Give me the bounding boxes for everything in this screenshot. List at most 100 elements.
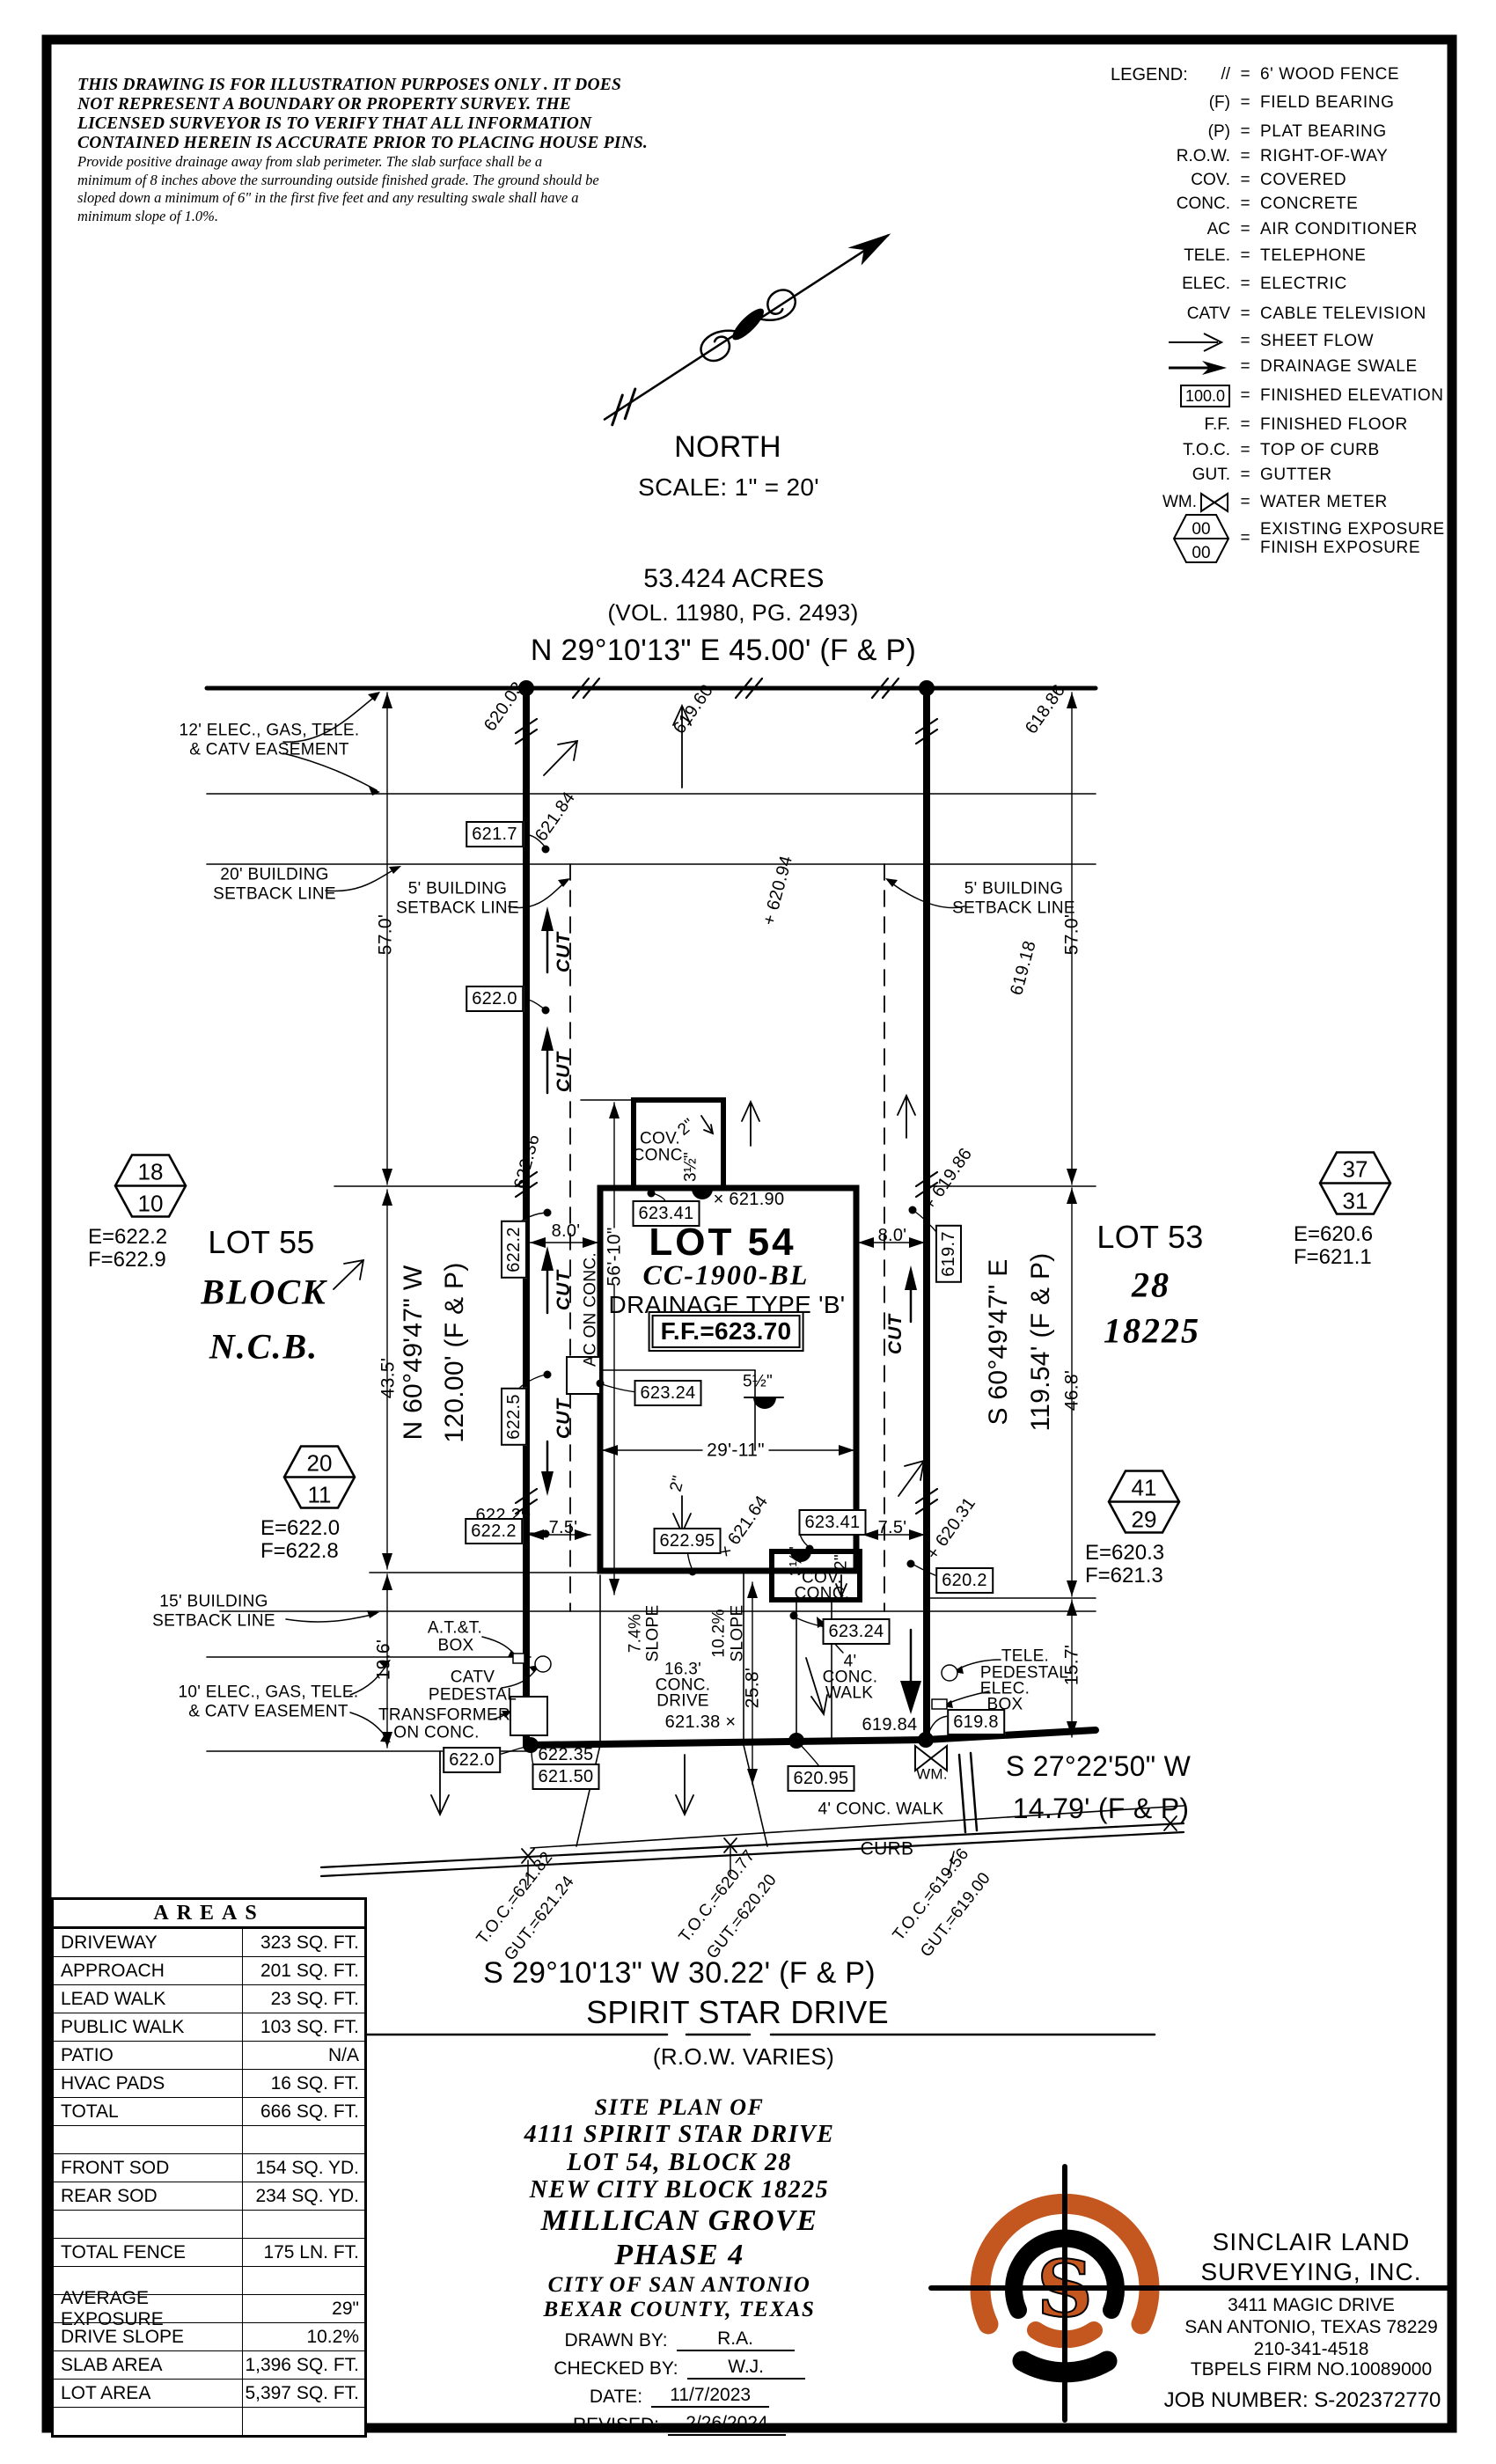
plan-label: CURB <box>860 1838 914 1859</box>
plan-label: 622.35 <box>538 1745 594 1764</box>
title-block-line: CITY OF SAN ANTONIO <box>547 2272 811 2297</box>
plan-label: ELEC. <box>979 1679 1030 1698</box>
svg-text:20: 20 <box>307 1450 333 1477</box>
plan-label: 57.0' <box>375 913 396 956</box>
legend-item: AC=AIR CONDITIONER <box>1206 220 1418 238</box>
exposure-value: F=621.1 <box>1294 1245 1372 1269</box>
plan-label: A.T.&T. <box>427 1618 483 1638</box>
plan-label: 621.50 <box>532 1764 600 1790</box>
utility-symbols <box>510 1356 958 1773</box>
title-block-line: SITE PLAN OF <box>594 2094 765 2120</box>
plan-label: CUT <box>554 931 574 973</box>
svg-text:00: 00 <box>1192 520 1210 539</box>
plan-label: CONC. <box>794 1584 850 1603</box>
plan-label: BOX <box>986 1695 1023 1714</box>
plan-label: 622.95 <box>653 1528 722 1554</box>
plan-label: SLOPE <box>643 1604 663 1662</box>
plan-label: PEDESTAL <box>428 1685 517 1705</box>
legend-title: LEGEND: <box>1111 65 1188 84</box>
plan-label: CONC. <box>655 1676 711 1695</box>
plan-label: 4' <box>843 1652 857 1671</box>
plan-label: LOT 54 <box>649 1221 796 1264</box>
plan-label: CATV <box>450 1668 495 1687</box>
plan-label: 19.6' <box>373 1639 394 1681</box>
sinclair-logo-icon: S <box>928 2164 1453 2423</box>
title-block-field: REVISED:2/26/2024 <box>459 2413 899 2436</box>
exposure-value: E=622.2 <box>88 1225 168 1249</box>
water-meter-icon <box>914 1743 948 1773</box>
plan-label: F.F.=623.70 <box>648 1311 804 1352</box>
step-symbols <box>692 1189 811 1562</box>
plan-label: 10' ELEC., GAS, TELE. <box>178 1683 359 1702</box>
disclaimer-line: sloped down a minimum of 6" in the first… <box>77 189 579 206</box>
plan-label: 28 <box>1132 1265 1170 1305</box>
plan-label: CC-1900-BL <box>642 1258 810 1291</box>
exposure-value: F=622.8 <box>260 1539 339 1563</box>
plan-label: 46.8' <box>1061 1369 1082 1412</box>
plan-label: 4' CONC. WALK <box>818 1800 944 1819</box>
legend-item: (F)=FIELD BEARING <box>1208 93 1395 112</box>
plan-label: S 27°22'50" W <box>1005 1750 1192 1782</box>
disclaimer-line: CONTAINED HEREIN IS ACCURATE PRIOR TO PL… <box>77 134 649 152</box>
plan-label: 5' BUILDING <box>407 879 508 898</box>
transformer-icon <box>510 1696 548 1736</box>
legend-item: =DRAINAGE SWALE <box>1100 355 1418 379</box>
front-porch <box>769 1549 862 1602</box>
title-block-line: MILLICAN GROVE <box>540 2204 818 2238</box>
areas-row <box>54 2267 364 2295</box>
sheet-flow-arrows <box>333 703 926 1817</box>
legend-item: COV.=COVERED <box>1191 171 1347 189</box>
svg-text:00: 00 <box>1192 544 1210 562</box>
plan-label: 119.54' (F & P) <box>1026 1252 1055 1432</box>
drainage-arrows <box>546 928 913 1684</box>
plan-label: 619.7 <box>935 1225 962 1283</box>
plan-label: WALK <box>825 1683 874 1703</box>
plan-label: SETBACK LINE <box>213 884 336 904</box>
plan-label: 14.79' (F & P) <box>1012 1793 1190 1824</box>
plan-label: PEDESTAL <box>979 1663 1069 1683</box>
page-border <box>41 34 1457 2433</box>
att-box-icon <box>512 1653 525 1664</box>
plan-label: 10.2% <box>709 1609 729 1658</box>
plan-label: 15' BUILDING <box>159 1592 268 1611</box>
plan-label: 5½" <box>742 1372 774 1391</box>
fence-marks <box>514 677 939 1515</box>
plan-label: & CATV EASEMENT <box>189 740 349 759</box>
svg-text:37: 37 <box>1343 1156 1368 1183</box>
plan-label: 57.0' <box>1061 913 1082 956</box>
svg-text:10: 10 <box>138 1191 164 1217</box>
drainage-swale-icon <box>1169 361 1227 375</box>
plan-label: SPIRIT STAR DRIVE <box>586 1994 889 2030</box>
plan-label: 2" <box>832 1554 851 1570</box>
plan-label: 20' BUILDING <box>220 865 329 884</box>
plan-label: SLOPE <box>728 1604 747 1662</box>
catv-pedestal-icon <box>534 1655 552 1673</box>
plan-label: CUT <box>885 1313 906 1355</box>
plan-label: (VOL. 11980, PG. 2493) <box>607 599 859 626</box>
title-block-field: CHECKED BY:W.J. <box>459 2357 899 2380</box>
surveyor-name-line1: SINCLAIR LAND <box>1212 2228 1411 2255</box>
plan-label: (R.O.W. VARIES) <box>652 2043 835 2070</box>
tele-pedestal-icon <box>941 1664 958 1682</box>
plan-label: CUT <box>554 1051 574 1093</box>
plan-label: S 60°49'47" E <box>984 1258 1013 1426</box>
ac-unit-icon <box>566 1356 601 1395</box>
disclaimer-line: NOT REPRESENT A BOUNDARY OR PROPERTY SUR… <box>77 95 572 114</box>
areas-row <box>54 2211 364 2239</box>
disclaimer-line: LICENSED SURVEYOR IS TO VERIFY THAT ALL … <box>77 114 592 133</box>
exposure-value: E=620.6 <box>1294 1222 1374 1246</box>
plan-label: BOX <box>437 1636 474 1655</box>
legend-item: ELEC.=ELECTRIC <box>1182 275 1347 293</box>
water-meter-icon <box>1200 492 1228 513</box>
curb-line <box>319 1822 1185 1869</box>
legend-item: R.O.W.=RIGHT-OF-WAY <box>1176 147 1389 165</box>
